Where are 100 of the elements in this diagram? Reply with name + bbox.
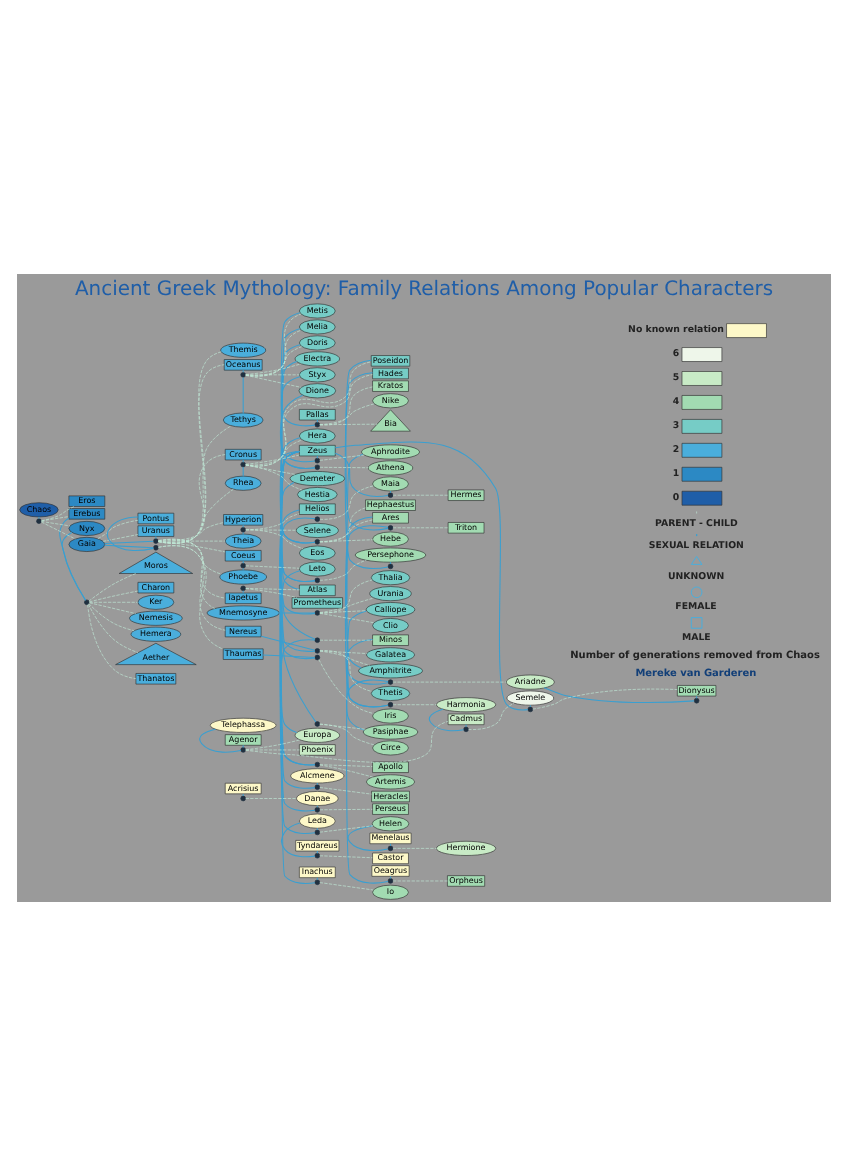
connector bbox=[319, 787, 372, 795]
connector bbox=[245, 329, 302, 377]
connector bbox=[392, 848, 437, 849]
connector bbox=[319, 639, 373, 641]
connector bbox=[104, 540, 154, 545]
connector bbox=[245, 798, 297, 799]
connector bbox=[242, 377, 244, 414]
diagram-title: Ancient Greek Mythology: Family Relations Among Popular Characters bbox=[74, 279, 774, 302]
connector bbox=[319, 650, 370, 666]
connector bbox=[242, 466, 244, 477]
connector bbox=[158, 538, 226, 599]
connector bbox=[346, 638, 389, 685]
connector bbox=[89, 602, 137, 614]
connector bbox=[245, 313, 302, 377]
connector bbox=[319, 808, 373, 811]
connector bbox=[41, 506, 75, 522]
connector bbox=[245, 565, 300, 569]
connector bbox=[468, 702, 515, 730]
connector bbox=[245, 346, 302, 376]
connector bbox=[245, 749, 300, 751]
connector bbox=[280, 312, 316, 469]
node-cross bbox=[314, 637, 321, 643]
connector bbox=[88, 603, 135, 632]
node-cross bbox=[314, 539, 321, 545]
connector bbox=[158, 539, 222, 575]
connector bbox=[319, 466, 369, 469]
node-cross bbox=[314, 516, 321, 522]
connector bbox=[61, 531, 87, 601]
connector bbox=[279, 570, 316, 766]
connector bbox=[319, 650, 373, 692]
connector bbox=[245, 439, 303, 466]
node-cross bbox=[314, 610, 321, 616]
connector bbox=[345, 359, 389, 531]
connector bbox=[279, 509, 317, 723]
connector bbox=[104, 544, 154, 549]
connector bbox=[245, 529, 304, 550]
node-cross bbox=[314, 577, 321, 584]
node-cross bbox=[387, 525, 394, 531]
connector bbox=[280, 376, 316, 427]
connector bbox=[319, 764, 373, 767]
connector bbox=[346, 610, 389, 884]
connector bbox=[346, 453, 389, 708]
connector bbox=[319, 764, 374, 778]
node-cross bbox=[693, 698, 700, 704]
node-cross bbox=[240, 372, 246, 378]
connector bbox=[319, 610, 367, 614]
connector bbox=[245, 529, 297, 531]
connector bbox=[245, 588, 298, 598]
connector bbox=[318, 659, 374, 714]
connector bbox=[319, 723, 375, 746]
node-cross bbox=[387, 679, 394, 685]
node-cross bbox=[314, 648, 321, 654]
connector bbox=[245, 374, 302, 388]
node-cross bbox=[387, 702, 394, 708]
node-cross bbox=[387, 878, 394, 884]
connector bbox=[281, 450, 316, 582]
connector bbox=[245, 454, 300, 465]
connector bbox=[97, 519, 139, 540]
connector bbox=[280, 822, 316, 858]
connector bbox=[346, 525, 389, 669]
node-cross bbox=[314, 721, 321, 727]
connector bbox=[41, 516, 70, 522]
connector bbox=[319, 454, 365, 461]
connector bbox=[89, 601, 138, 603]
node-cross bbox=[314, 464, 321, 470]
connector bbox=[88, 573, 137, 602]
connector bbox=[428, 708, 465, 732]
connector bbox=[346, 679, 389, 731]
connector bbox=[319, 825, 374, 833]
connector bbox=[392, 494, 449, 496]
connector bbox=[280, 639, 316, 734]
node-cross bbox=[153, 545, 159, 551]
connector bbox=[279, 612, 316, 614]
connector bbox=[88, 603, 139, 653]
connector bbox=[279, 394, 316, 463]
connector bbox=[281, 517, 316, 590]
connector bbox=[102, 534, 139, 542]
connector bbox=[319, 855, 373, 859]
connector bbox=[245, 464, 303, 491]
connector bbox=[41, 521, 76, 540]
connector bbox=[199, 728, 242, 753]
connector bbox=[319, 403, 375, 425]
connector bbox=[319, 386, 373, 426]
connector bbox=[41, 521, 71, 527]
connector bbox=[87, 604, 137, 679]
connector bbox=[245, 464, 296, 475]
connector bbox=[319, 559, 367, 581]
node-cross bbox=[314, 422, 321, 428]
node-cross bbox=[240, 747, 246, 753]
connector bbox=[158, 538, 216, 609]
connector bbox=[392, 527, 449, 529]
connector bbox=[279, 481, 316, 582]
connector bbox=[158, 545, 224, 650]
connector bbox=[319, 650, 368, 654]
connector bbox=[392, 880, 448, 882]
connector bbox=[106, 516, 154, 552]
connector bbox=[334, 452, 389, 497]
connector bbox=[245, 363, 302, 375]
connector bbox=[245, 588, 300, 591]
connector bbox=[319, 882, 374, 891]
